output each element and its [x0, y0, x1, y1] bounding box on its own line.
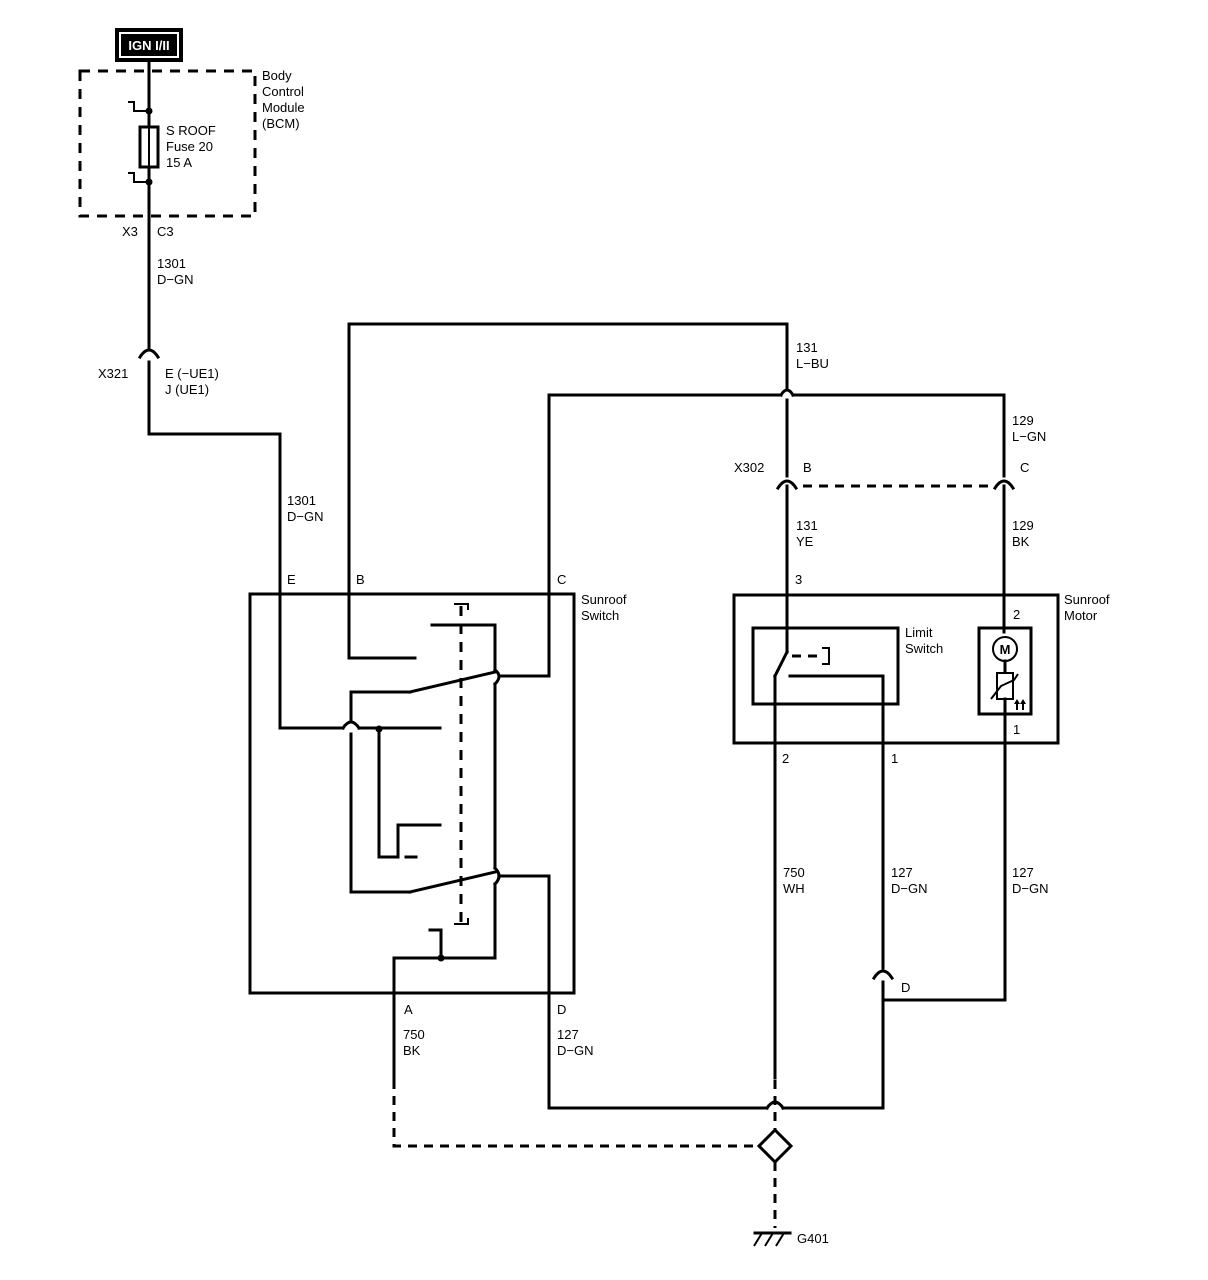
motor-pin-1-right: 1 [1013, 722, 1020, 737]
connector-icon-x321 [137, 338, 161, 360]
sunroof-switch-box [248, 592, 576, 995]
wire-750-bk-circuit: 750 [403, 1027, 425, 1042]
fuse-line3: 15 A [166, 155, 192, 170]
wire-127-mid-color: D−GN [891, 881, 927, 896]
wire-127-mid-circuit: 127 [891, 865, 913, 880]
bcm-name-line3: Module [262, 100, 305, 115]
wire-129-low-circuit: 129 [1012, 518, 1034, 533]
wire-129-upper-right [791, 393, 1006, 478]
x302-pin-b: B [803, 460, 812, 475]
wire-129-crossover [778, 388, 796, 398]
x321-name: X321 [98, 366, 128, 381]
connector-icon-x302 [775, 479, 1016, 500]
motor-symbol: M [1000, 642, 1011, 657]
wire-131-low-color: YE [796, 534, 814, 549]
splice-icon [756, 1127, 794, 1165]
connector-icon-inline-d [871, 956, 895, 1110]
motor-name-line1: Sunroof [1064, 592, 1110, 607]
fuse-line1: S ROOF [166, 123, 216, 138]
ign-power-label: IGN I/II [115, 28, 183, 62]
bcm-box [78, 69, 257, 218]
wire-127-right-circuit: 127 [1012, 865, 1034, 880]
motor-pin-2-bottom: 2 [782, 751, 789, 766]
inline-d-pin: D [901, 980, 910, 995]
wire-131-top-color: L−BU [796, 356, 829, 371]
bcm-pin: C3 [157, 224, 174, 239]
wire-1301-mid-circuit: 1301 [287, 493, 316, 508]
wire-129-low-color: BK [1012, 534, 1030, 549]
switch-pin-a: A [404, 1002, 413, 1017]
motor-pin-3: 3 [795, 572, 802, 587]
bcm-name-line4: (BCM) [262, 116, 300, 131]
wire-750-wh-color: WH [783, 881, 805, 896]
bcm-name-line1: Body [262, 68, 292, 83]
wire-750-bk-ground [392, 1080, 758, 1148]
motor-pin-1-mid: 1 [891, 751, 898, 766]
switch-pin-c: C [557, 572, 566, 587]
wire-129-top-circuit: 129 [1012, 413, 1034, 428]
ground-icon [753, 1231, 792, 1247]
sunroof-motor-box [732, 593, 1060, 745]
switch-internals [340, 603, 551, 1110]
wire-1301-top-circuit: 1301 [157, 256, 186, 271]
wire-131-top-circuit: 131 [796, 340, 818, 355]
wire-1301-mid-color: D−GN [287, 509, 323, 524]
ptc-thermistor-icon [990, 659, 1026, 716]
switch-pin-b: B [356, 572, 365, 587]
wire-127-right-color: D−GN [1012, 881, 1048, 896]
switch-name-line1: Sunroof [581, 592, 627, 607]
wire-1301-lower [147, 360, 345, 730]
x302-pin-c: C [1020, 460, 1029, 475]
wire-131-low-circuit: 131 [796, 518, 818, 533]
bcm-name-line2: Control [262, 84, 304, 99]
wire-127-left-circuit: 127 [557, 1027, 579, 1042]
fuse-line2: Fuse 20 [166, 139, 213, 154]
ign-label-text: IGN I/II [128, 38, 169, 53]
motor-icon: M [992, 636, 1018, 662]
wire-127-right [884, 712, 1007, 1002]
switch-pin-e: E [287, 572, 296, 587]
wire-750-bk-color: BK [403, 1043, 421, 1058]
wire-750-wh-circuit: 750 [783, 865, 805, 880]
wire-129-top-color: L−GN [1012, 429, 1046, 444]
motor-pin-2-top: 2 [1013, 607, 1020, 622]
wire-131-upper [347, 322, 789, 660]
limit-switch-contacts [772, 592, 885, 1080]
wire-1301-top-color: D−GN [157, 272, 193, 287]
switch-pin-d: D [557, 1002, 566, 1017]
wire-127-left-color: D−GN [557, 1043, 593, 1058]
x302-name: X302 [734, 460, 764, 475]
switch-name-line2: Switch [581, 608, 619, 623]
limit-switch-line1: Limit [905, 625, 933, 640]
fuse-icon [128, 101, 160, 186]
limit-switch-box [751, 626, 900, 706]
ground-name: G401 [797, 1231, 829, 1246]
limit-switch-line2: Switch [905, 641, 943, 656]
wire-129-upper-left [547, 393, 783, 678]
motor-name-line2: Motor [1064, 608, 1098, 623]
x321-pin-line1: E (−UE1) [165, 366, 219, 381]
bcm-connector: X3 [122, 224, 138, 239]
x321-pin-line2: J (UE1) [165, 382, 209, 397]
